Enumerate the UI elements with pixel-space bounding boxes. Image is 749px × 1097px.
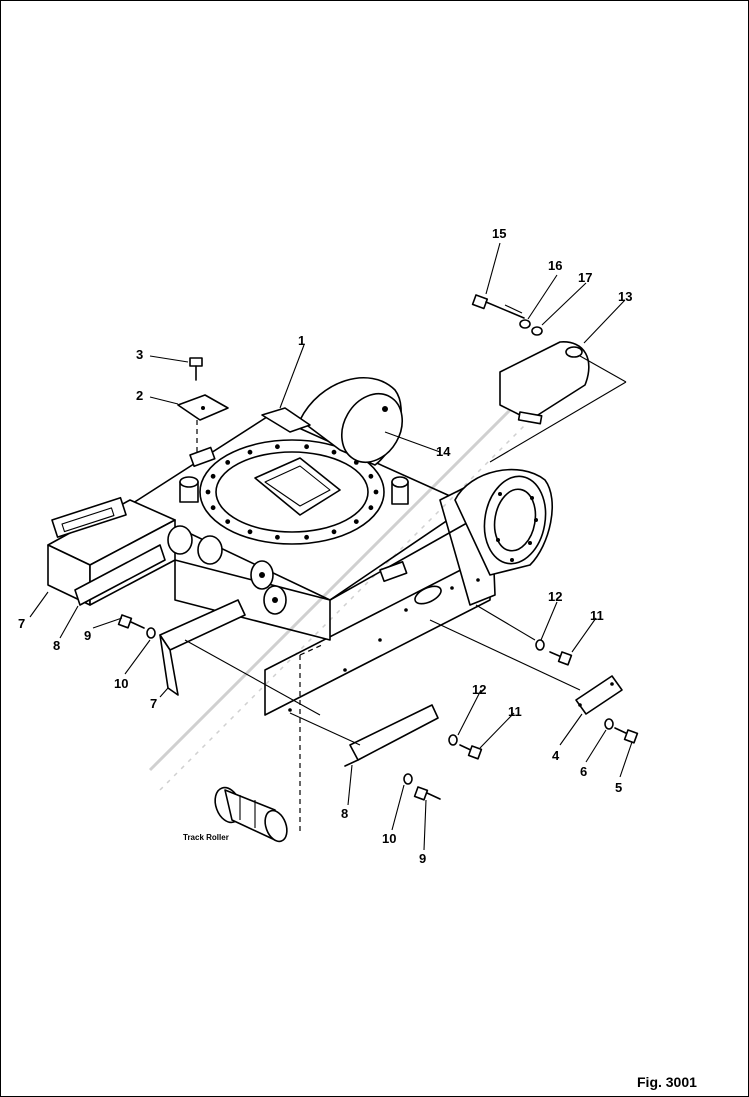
callout-4: 4 <box>552 748 560 763</box>
callout-8-upper: 8 <box>53 638 60 653</box>
swing-circle-bolt-holes <box>205 444 379 540</box>
callout-9-lower: 9 <box>419 851 426 866</box>
watermark-band <box>148 398 541 791</box>
bolt-hole <box>210 505 216 511</box>
callout-11-upper: 11 <box>590 608 604 623</box>
bolt-hole <box>304 534 309 540</box>
bolt-hole <box>331 529 337 535</box>
bolt-hole <box>304 444 309 450</box>
callout-12-lower: 12 <box>472 682 486 697</box>
right-idler-boss <box>454 468 553 576</box>
leader-lines <box>29 242 633 851</box>
bolt-hole <box>368 505 374 511</box>
callout-15: 15 <box>492 226 506 241</box>
callout-2: 2 <box>136 388 143 403</box>
bolt-hole <box>205 489 211 495</box>
part-1-plate <box>261 407 311 433</box>
part-13-cover <box>499 341 590 425</box>
part-12-washer-lower <box>448 734 458 746</box>
callout-1: 1 <box>298 333 305 348</box>
part-11-bolt-upper <box>549 651 573 666</box>
swing-circle <box>199 439 385 545</box>
part-6-washer <box>604 718 614 730</box>
callout-9-upper: 9 <box>84 628 91 643</box>
callout-labels: 1 2 3 4 5 6 7 7 8 8 9 9 10 10 11 11 12 1… <box>18 226 632 866</box>
callout-10-lower: 10 <box>382 831 396 846</box>
callout-12-upper: 12 <box>548 589 562 604</box>
part-2-plate <box>177 394 229 455</box>
callout-16: 16 <box>548 258 562 273</box>
bolt-hole <box>275 444 280 450</box>
part-4-plate <box>575 675 623 715</box>
bolt-hole <box>210 473 216 479</box>
callout-5: 5 <box>615 780 622 795</box>
callout-17: 17 <box>578 270 592 285</box>
part-17-washer <box>531 326 543 336</box>
callout-13: 13 <box>618 289 632 304</box>
part-16-washer <box>519 319 531 329</box>
bolt-hole <box>247 529 253 535</box>
part-7-guard-lower <box>159 599 246 696</box>
upper-idler-boss <box>299 376 403 466</box>
callout-7-upper: 7 <box>18 616 25 631</box>
part-12-washer-upper <box>535 639 545 651</box>
callout-11-lower: 11 <box>508 704 522 719</box>
bolt-hole <box>353 519 359 524</box>
track-roller-label: Track Roller <box>183 833 229 842</box>
part-10-washer-upper <box>146 627 156 639</box>
part-5-bolt <box>614 727 639 744</box>
bolt-hole <box>373 489 379 495</box>
callout-10-upper: 10 <box>114 676 128 691</box>
callout-7-lower: 7 <box>150 696 157 711</box>
part-8-plate-lower <box>344 704 439 767</box>
part-9-bolt-upper <box>117 614 145 629</box>
left-rail-guard <box>51 496 166 606</box>
callout-8-lower: 8 <box>341 806 348 821</box>
part-3-bolt <box>189 357 203 381</box>
callout-14: 14 <box>436 444 451 459</box>
bolt-hole <box>368 473 374 479</box>
bolt-hole <box>275 534 280 540</box>
callout-3: 3 <box>136 347 143 362</box>
track-roller <box>214 786 288 843</box>
part-9-bolt-lower <box>413 786 441 801</box>
deck-lugs <box>179 446 409 583</box>
part-10-washer-lower <box>403 773 413 785</box>
bolt-hole <box>331 449 337 455</box>
lower-lugs <box>167 525 287 615</box>
callout-6: 6 <box>580 764 587 779</box>
bolt-hole <box>247 449 253 455</box>
bolt-hole <box>225 460 231 465</box>
part-11-bolt-lower <box>459 744 483 760</box>
frame-body <box>47 414 496 716</box>
bolt-hole <box>225 519 231 524</box>
part-15-bolt <box>471 294 525 319</box>
figure-label: Fig. 3001 <box>637 1074 697 1090</box>
